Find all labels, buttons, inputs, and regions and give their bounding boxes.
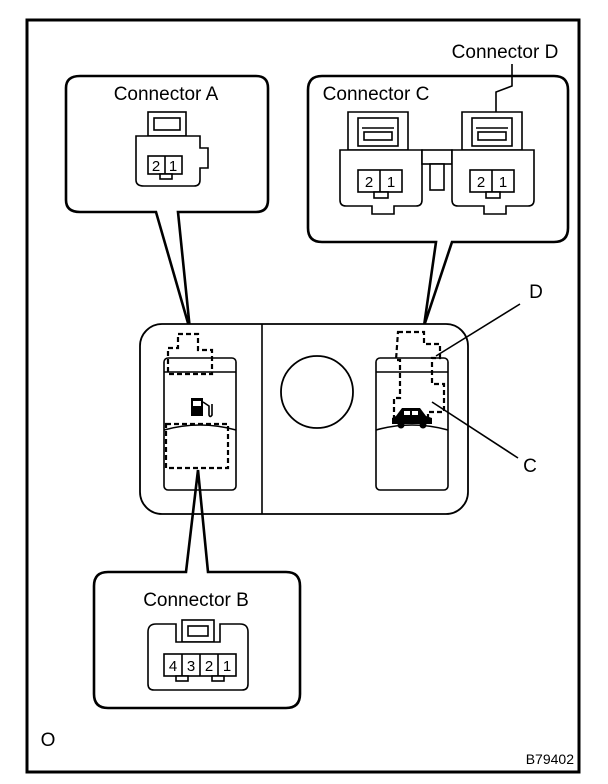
connector-d-leader — [495, 64, 513, 114]
connector-b-label: Connector B — [143, 590, 249, 611]
connector-a-location — [166, 332, 214, 376]
connector-a-body: 2 1 — [135, 111, 209, 187]
connector-c-pin-1: 1 — [387, 174, 395, 191]
connector-c-label: Connector C — [323, 84, 430, 105]
connector-a-label: Connector A — [114, 84, 219, 105]
connector-a-pin-1: 1 — [169, 158, 177, 175]
fuel-lid-switch — [163, 332, 237, 491]
connector-b-pin-2: 2 — [205, 658, 213, 675]
connector-d-body: 2 1 — [451, 111, 535, 215]
callout-c-leader — [431, 401, 519, 459]
connector-d-label: Connector D — [452, 42, 559, 63]
callout-d-text: D — [529, 282, 543, 303]
connector-a-pin-2: 2 — [152, 158, 160, 175]
connector-cd-location — [392, 330, 446, 422]
connector-b-pin-4: 4 — [169, 658, 177, 675]
connector-d-pin-1: 1 — [499, 174, 507, 191]
switch-panel: D C — [139, 282, 543, 515]
corner-mark: O — [41, 730, 56, 751]
trunk-opener-switch — [375, 330, 449, 491]
connector-b-pin-3: 3 — [187, 658, 195, 675]
figure-code: B79402 — [526, 751, 574, 767]
callout-c-text: C — [523, 456, 537, 477]
round-blank — [280, 355, 354, 429]
connector-cd-callout: Connector C Connector D 2 1 — [306, 42, 570, 327]
connector-bridge — [421, 149, 453, 165]
connector-b-callout: Connector B 4 3 2 1 — [92, 469, 302, 710]
connector-a-callout: Connector A 2 1 — [64, 74, 270, 331]
connector-c-pin-2: 2 — [365, 174, 373, 191]
connector-b-body: 4 3 2 1 — [147, 619, 249, 691]
connector-c-body: 2 1 — [339, 111, 423, 215]
connector-bridge-slot — [429, 163, 445, 191]
connector-b-location — [164, 422, 230, 470]
connector-d-pin-2: 2 — [477, 174, 485, 191]
callout-d-leader — [435, 303, 521, 357]
fuel-pump-icon — [191, 398, 213, 418]
connector-b-pin-1: 1 — [223, 658, 231, 675]
